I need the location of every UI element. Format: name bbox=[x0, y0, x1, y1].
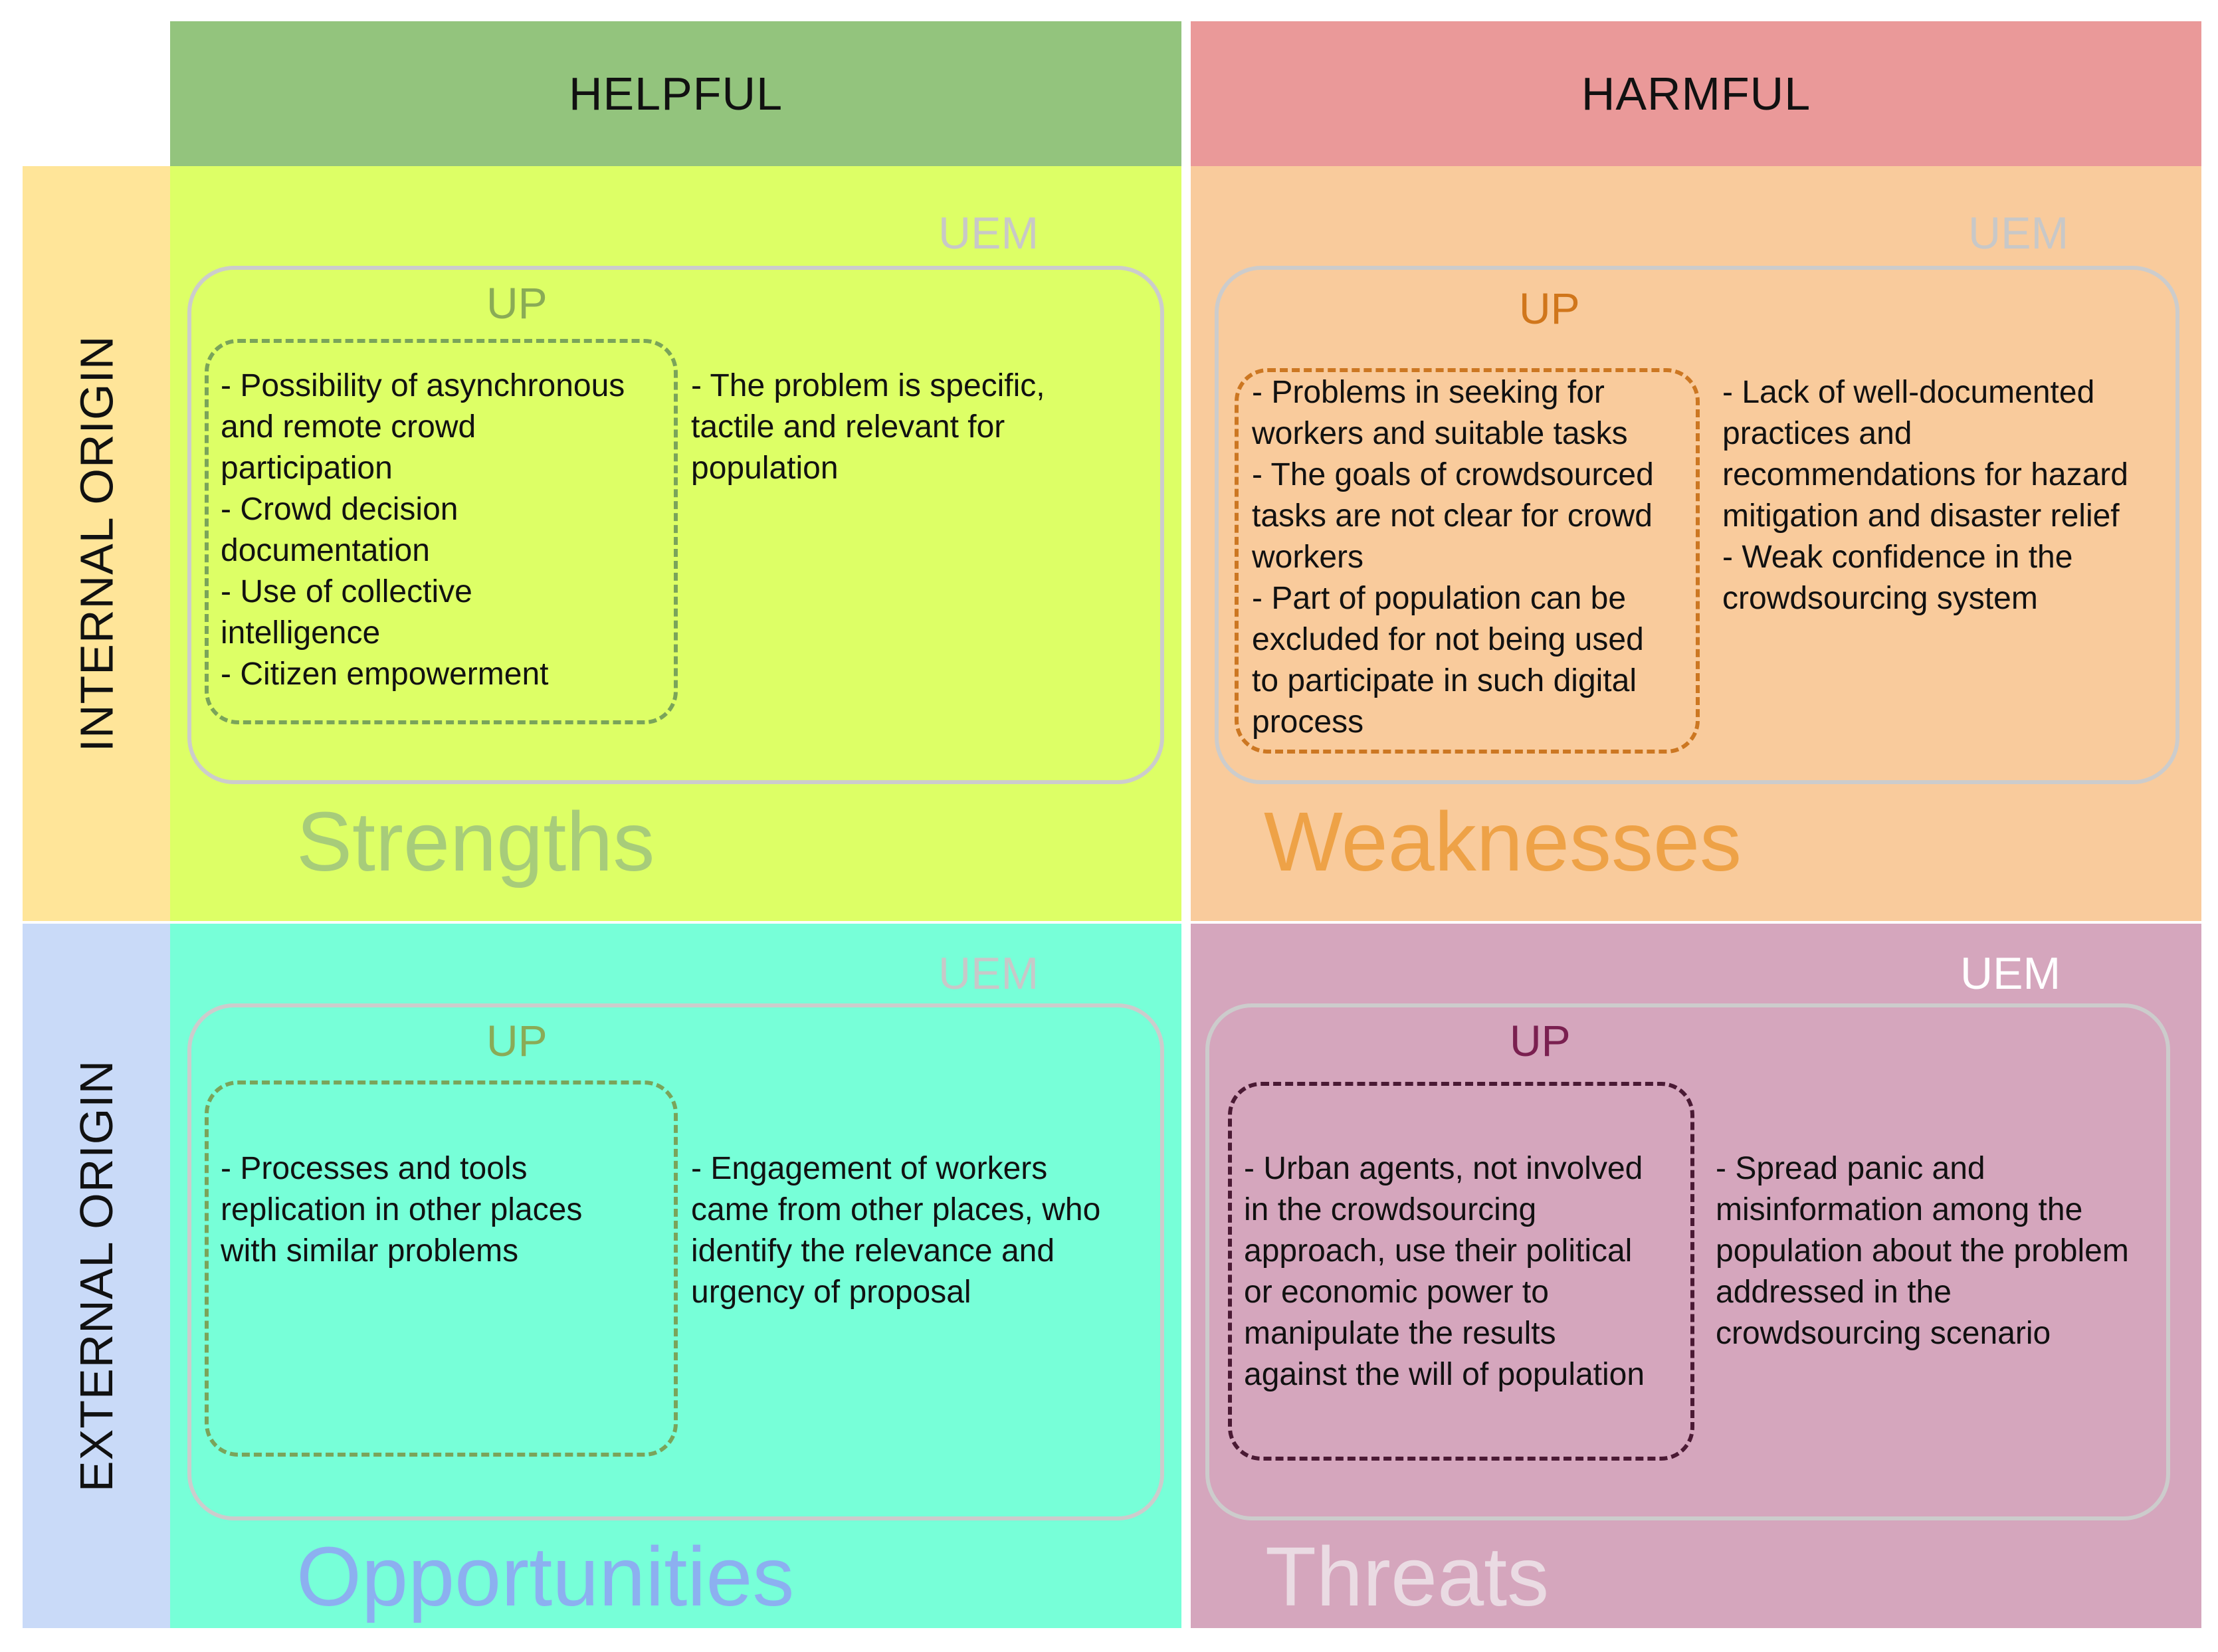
item-line: - Lack of well-documented bbox=[1722, 375, 2095, 410]
quadrant-opportunities: UEM UP - Processes and tools replication … bbox=[170, 924, 1181, 1628]
item-line: or economic power to bbox=[1244, 1275, 1549, 1310]
up-label: UP bbox=[486, 278, 548, 328]
uem-item-list: - Engagement of workers came from other p… bbox=[691, 1148, 1156, 1313]
up-item-list: - Possibility of asynchronous and remote … bbox=[221, 365, 672, 695]
item-line: - Crowd decision bbox=[221, 492, 458, 527]
uem-label: UEM bbox=[938, 948, 1039, 999]
item-line: - Citizen empowerment bbox=[221, 657, 549, 692]
item-line: - Spread panic and bbox=[1716, 1151, 1985, 1186]
item-line: replication in other places bbox=[221, 1192, 583, 1227]
item-line: crowdsourcing system bbox=[1722, 581, 2038, 616]
uem-label: UEM bbox=[1968, 208, 2069, 258]
item-line: came from other places, who bbox=[691, 1192, 1101, 1227]
item-line: and remote crowd bbox=[221, 409, 476, 445]
row-header-internal-origin-label: INTERNAL ORIGIN bbox=[70, 335, 123, 752]
item-line: against the will of population bbox=[1244, 1357, 1645, 1392]
item-line: workers and suitable tasks bbox=[1252, 416, 1628, 451]
item-line: population about the problem bbox=[1716, 1233, 2129, 1269]
item-line: - The problem is specific, bbox=[691, 368, 1045, 403]
uem-label: UEM bbox=[938, 208, 1039, 258]
item-line: identify the relevance and bbox=[691, 1233, 1055, 1269]
item-line: process bbox=[1252, 704, 1364, 740]
uem-label: UEM bbox=[1960, 948, 2061, 999]
uem-region bbox=[187, 266, 1164, 784]
up-item-list: - Problems in seeking for workers and sui… bbox=[1252, 372, 1697, 743]
item-line: excluded for not being used bbox=[1252, 622, 1644, 657]
item-line: tasks are not clear for crowd bbox=[1252, 498, 1653, 534]
column-header-harmful: HARMFUL bbox=[1191, 21, 2201, 166]
item-line: urgency of proposal bbox=[691, 1275, 971, 1310]
item-line: - Problems in seeking for bbox=[1252, 375, 1605, 410]
column-header-helpful-label: HELPFUL bbox=[568, 68, 783, 120]
uem-item-list: - Spread panic and misinformation among t… bbox=[1716, 1148, 2181, 1354]
item-line: in the crowdsourcing bbox=[1244, 1192, 1537, 1227]
item-line: crowdsourcing scenario bbox=[1716, 1316, 2051, 1351]
quadrant-strengths: UEM UP - Possibility of asynchronous and … bbox=[170, 166, 1181, 921]
item-line: participation bbox=[221, 451, 393, 486]
item-line: documentation bbox=[221, 533, 430, 568]
up-region bbox=[1228, 1082, 1694, 1461]
item-line: addressed in the bbox=[1716, 1275, 1952, 1310]
quadrant-title: Weaknesses bbox=[1264, 795, 1742, 888]
item-line: - Part of population can be bbox=[1252, 581, 1627, 616]
uem-region bbox=[187, 1003, 1164, 1520]
up-label: UP bbox=[486, 1016, 548, 1065]
item-line: - Weak confidence in the bbox=[1722, 540, 2073, 575]
item-line: - Engagement of workers bbox=[691, 1151, 1048, 1186]
quadrant-title: Opportunities bbox=[296, 1530, 795, 1623]
row-header-internal-origin: INTERNAL ORIGIN bbox=[23, 166, 170, 921]
up-label: UP bbox=[1519, 284, 1580, 333]
item-line: population bbox=[691, 451, 839, 486]
column-header-helpful: HELPFUL bbox=[170, 21, 1181, 166]
uem-item-list: - The problem is specific, tactile and re… bbox=[691, 365, 1150, 489]
uem-region bbox=[1205, 1003, 2170, 1520]
row-header-external-origin: EXTERNAL ORIGIN bbox=[23, 924, 170, 1628]
uem-item-list: - Lack of well-documented practices and re… bbox=[1722, 372, 2187, 619]
quadrant-title: Threats bbox=[1265, 1530, 1550, 1623]
item-line: manipulate the results bbox=[1244, 1316, 1556, 1351]
item-line: intelligence bbox=[221, 615, 381, 651]
item-line: misinformation among the bbox=[1716, 1192, 2083, 1227]
row-header-external-origin-label: EXTERNAL ORIGIN bbox=[70, 1059, 122, 1493]
item-line: recommendations for hazard bbox=[1722, 457, 2128, 492]
up-item-list: - Processes and tools replication in othe… bbox=[221, 1148, 672, 1272]
item-line: mitigation and disaster relief bbox=[1722, 498, 2120, 534]
item-line: with similar problems bbox=[221, 1233, 519, 1269]
column-header-harmful-label: HARMFUL bbox=[1581, 68, 1811, 120]
quadrant-title: Strengths bbox=[296, 795, 655, 888]
item-line: approach, use their political bbox=[1244, 1233, 1633, 1269]
item-line: - The goals of crowdsourced bbox=[1252, 457, 1654, 492]
up-region bbox=[205, 339, 678, 724]
uem-region bbox=[1215, 266, 2179, 784]
item-line: - Processes and tools bbox=[221, 1151, 528, 1186]
item-line: - Possibility of asynchronous bbox=[221, 368, 625, 403]
quadrant-weaknesses: UEM UP - Problems in seeking for workers … bbox=[1191, 166, 2201, 921]
up-item-list: - Urban agents, not involved in the crowd… bbox=[1244, 1148, 1696, 1395]
up-region bbox=[1235, 368, 1700, 754]
quadrant-threats: UEM UP - Urban agents, not involved in th… bbox=[1191, 924, 2201, 1628]
up-region bbox=[205, 1081, 678, 1457]
item-line: to participate in such digital bbox=[1252, 663, 1637, 698]
up-label: UP bbox=[1510, 1016, 1571, 1065]
item-line: workers bbox=[1252, 540, 1364, 575]
item-line: - Use of collective bbox=[221, 574, 472, 609]
item-line: practices and bbox=[1722, 416, 1912, 451]
item-line: - Urban agents, not involved bbox=[1244, 1151, 1643, 1186]
item-line: tactile and relevant for bbox=[691, 409, 1005, 445]
